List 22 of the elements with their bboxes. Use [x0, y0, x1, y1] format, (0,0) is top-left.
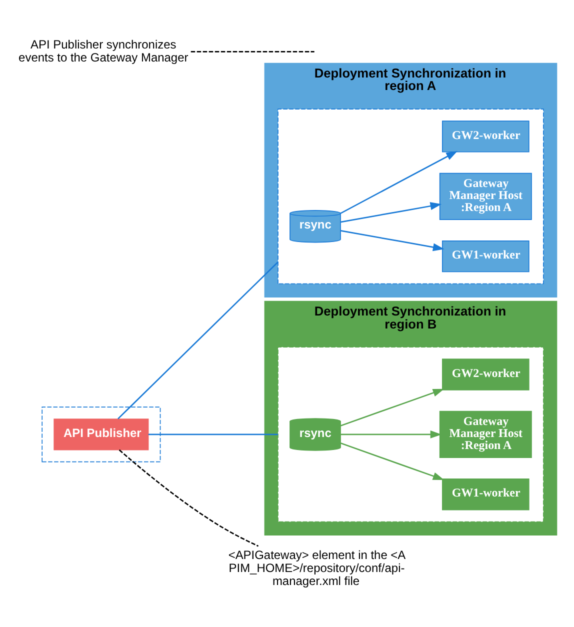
connector — [118, 449, 259, 547]
arrow — [340, 202, 442, 223]
connector — [148, 434, 278, 436]
arrow — [340, 230, 444, 252]
node-box: GW2-worker — [442, 358, 530, 390]
cluster — [278, 108, 544, 284]
arrow — [340, 442, 444, 480]
node-box: GW1-worker — [442, 478, 530, 510]
node-text: <APIGateway> element in the <APIM_HOME>/repository/conf/api-manager.xml file — [228, 548, 406, 588]
node-text: API Publisher synchronizes events to the Gateway Manager — [18, 37, 188, 64]
node-box: GW1-worker — [442, 240, 530, 272]
cluster — [278, 346, 544, 522]
arrow — [340, 430, 442, 438]
node-box: GW2-worker — [442, 120, 530, 152]
arrow — [340, 388, 444, 426]
arrow — [340, 151, 458, 214]
connector — [190, 51, 314, 52]
node-box: Gateway Manager Host :Region A — [439, 410, 532, 458]
node-box: Gateway Manager Host :Region A — [439, 172, 532, 220]
node-box: API Publisher — [54, 418, 149, 450]
connector — [118, 262, 278, 420]
cluster — [42, 406, 161, 462]
